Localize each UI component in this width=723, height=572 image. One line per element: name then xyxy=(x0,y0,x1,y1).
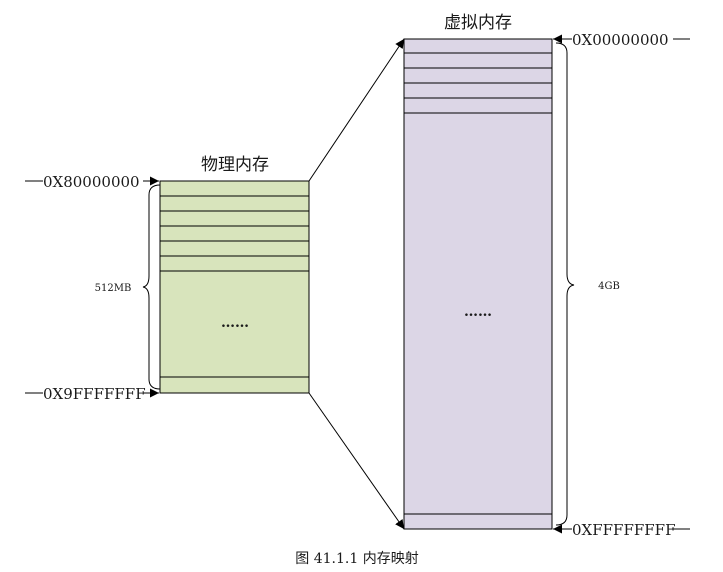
virtual-size-brace: 4GB xyxy=(555,42,620,526)
virtual-brace-icon xyxy=(555,42,575,526)
physical-memory-rect xyxy=(159,180,310,394)
physical-address-labels: 0X80000000 0X9FFFFFFF xyxy=(25,173,159,403)
mapping-line-top xyxy=(308,38,405,182)
physical-memory-block: 物理内存 …… xyxy=(159,155,310,394)
virtual-start-address: 0X00000000 xyxy=(572,31,669,49)
physical-size-brace: 512MB xyxy=(95,184,161,390)
physical-size-label: 512MB xyxy=(95,283,132,294)
physical-memory-title: 物理内存 xyxy=(201,155,269,175)
virtual-memory-ellipsis: …… xyxy=(464,304,492,320)
physical-end-address: 0X9FFFFFFF xyxy=(43,385,146,403)
physical-brace-icon xyxy=(142,184,161,390)
mapping-lines xyxy=(308,38,405,530)
virtual-memory-rect xyxy=(403,38,553,530)
mapping-line-bottom xyxy=(308,392,405,530)
virtual-address-labels: 0X00000000 0XFFFFFFFF xyxy=(553,31,690,539)
virtual-memory-rows xyxy=(404,52,552,515)
virtual-size-label: 4GB xyxy=(598,281,620,292)
figure-caption: 图 41.1.1 内存映射 xyxy=(295,551,418,567)
virtual-memory-title: 虚拟内存 xyxy=(444,13,512,33)
virtual-end-address: 0XFFFFFFFF xyxy=(572,521,675,539)
physical-memory-rows xyxy=(160,195,309,378)
virtual-memory-block: 虚拟内存 …… xyxy=(403,13,553,530)
physical-start-address: 0X80000000 xyxy=(43,173,140,191)
physical-memory-ellipsis: …… xyxy=(221,315,249,331)
